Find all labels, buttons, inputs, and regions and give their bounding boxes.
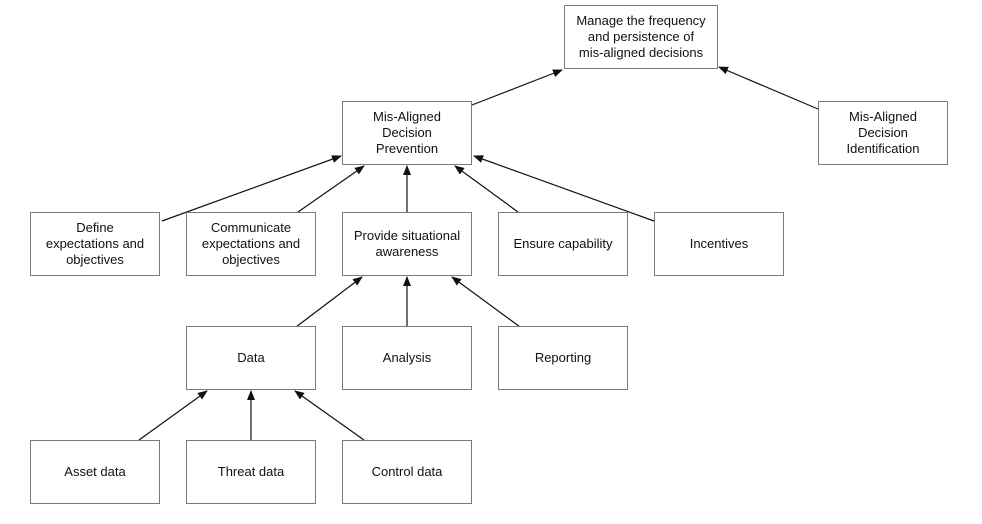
node-awareness: Provide situational awareness: [342, 212, 472, 276]
arrow-capability-to-prevention: [454, 165, 519, 213]
node-communicate: Communicate expectations and objectives: [186, 212, 316, 276]
node-identification: Mis-Aligned Decision Identification: [818, 101, 948, 165]
arrow-prevention-to-goal: [471, 69, 563, 106]
arrow-reporting-to-awareness: [451, 276, 521, 328]
arrow-define-to-prevention: [161, 155, 342, 222]
node-control: Control data: [342, 440, 472, 504]
node-capability: Ensure capability: [498, 212, 628, 276]
node-goal: Manage the frequency and persistence of …: [564, 5, 718, 69]
arrow-control-to-data: [294, 390, 365, 441]
arrow-communicate-to-prevention: [297, 165, 365, 213]
node-prevention: Mis-Aligned Decision Prevention: [342, 101, 472, 165]
arrow-incentives-to-prevention: [473, 155, 655, 222]
arrow-identification-to-goal: [718, 66, 819, 110]
node-reporting: Reporting: [498, 326, 628, 390]
node-analysis: Analysis: [342, 326, 472, 390]
node-data: Data: [186, 326, 316, 390]
node-define: Define expectations and objectives: [30, 212, 160, 276]
arrow-data-to-awareness: [295, 276, 363, 328]
node-asset: Asset data: [30, 440, 160, 504]
arrow-asset-to-data: [138, 390, 208, 441]
node-incentives: Incentives: [654, 212, 784, 276]
node-threat: Threat data: [186, 440, 316, 504]
